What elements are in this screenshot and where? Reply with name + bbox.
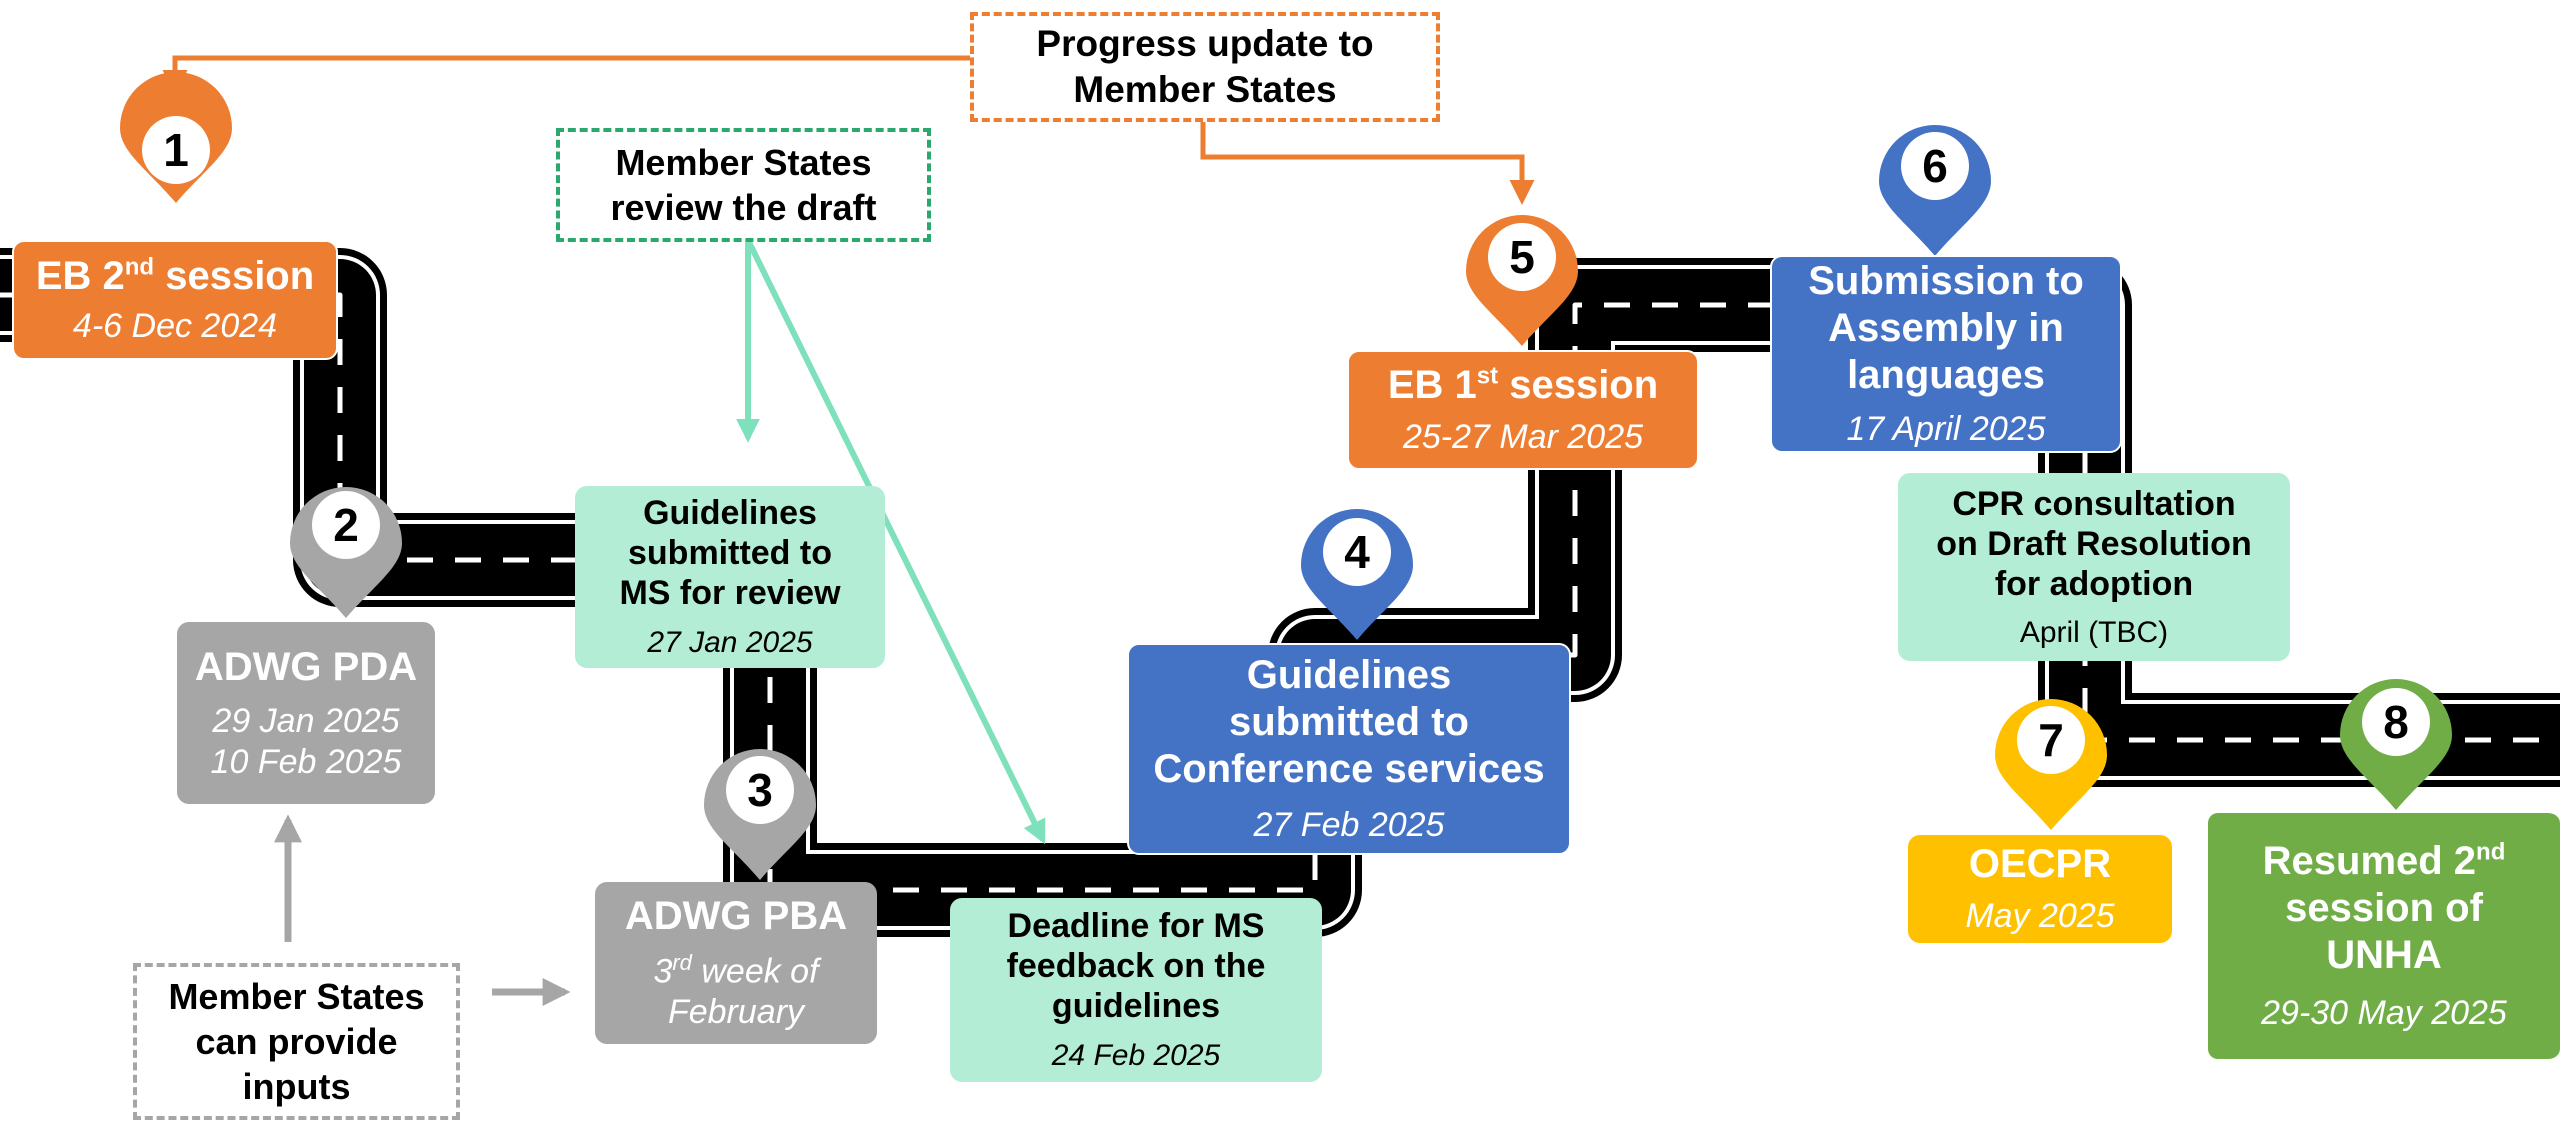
milestone-3-date-pre: 3	[653, 952, 673, 991]
milestone-1-title-rest: session	[154, 254, 315, 298]
pin-3-number: 3	[747, 764, 773, 816]
milestone-4-line-3: Conference services	[1153, 747, 1545, 792]
milestone-2-date-2: 10 Feb 2025	[210, 742, 402, 781]
pin-1-icon: 1	[120, 72, 232, 203]
pin-7-icon: 7	[1995, 699, 2107, 830]
milestone-1-box: EB 2nd session 4-6 Dec 2024	[12, 240, 338, 360]
milestone-8-title-line-2: session of	[2285, 886, 2483, 930]
milestone-1-title-sup: nd	[124, 253, 155, 281]
step-1-date: 27 Jan 2025	[647, 626, 813, 660]
pin-2-icon: 2	[290, 487, 402, 618]
note-inputs-line-1: Member States	[168, 976, 425, 1017]
step-2-date: 24 Feb 2025	[1051, 1039, 1221, 1073]
milestone-7-title: OECPR	[1968, 842, 2112, 886]
note-inputs-line-2: can provide	[195, 1021, 398, 1062]
milestone-6-line-2: Assembly in	[1828, 306, 2064, 350]
milestone-3-date-sup: rd	[672, 950, 692, 976]
milestone-1-title: EB 2	[35, 254, 125, 298]
note-review-line-1: Member States	[615, 142, 872, 183]
pin-4-number: 4	[1344, 526, 1370, 578]
milestone-6-date: 17 April 2025	[1846, 410, 2046, 449]
milestone-5-title-sup: st	[1476, 362, 1499, 390]
note-progress-line-2: Member States	[1073, 69, 1337, 110]
pin-2-number: 2	[333, 499, 359, 551]
milestone-7-box: OECPR May 2025	[1908, 835, 2172, 943]
pin-6-number: 6	[1922, 140, 1948, 192]
step-2-line-2: feedback on the	[1006, 946, 1266, 985]
milestone-5-date: 25-27 Mar 2025	[1402, 418, 1644, 457]
note-progress-update: Progress update to Member States	[970, 12, 1440, 122]
milestone-3-box: ADWG PBA 3rd week of February	[595, 882, 877, 1044]
arrow-review-to-deadline	[745, 238, 1046, 845]
pin-4-icon: 4	[1301, 509, 1413, 640]
pin-8-icon: 8	[2340, 679, 2452, 810]
milestone-4-date: 27 Feb 2025	[1253, 806, 1445, 845]
pin-3-icon: 3	[704, 749, 816, 880]
milestone-2-date-1: 29 Jan 2025	[212, 701, 400, 740]
milestone-4-line-1: Guidelines	[1246, 652, 1452, 697]
pin-6-icon: 6	[1879, 125, 1991, 256]
milestone-3-date-line-2: February	[667, 993, 805, 1032]
step-1-line-2: submitted to	[628, 533, 832, 572]
milestone-4-line-2: submitted to	[1229, 700, 1469, 744]
milestone-6-line-1: Submission to	[1808, 258, 2084, 303]
step-3-date: April (TBC)	[2019, 616, 2169, 650]
arrow-progress-to-1	[162, 55, 970, 95]
step-3-line-3: for adoption	[1994, 565, 2194, 604]
milestone-2-title: ADWG PDA	[194, 644, 418, 689]
step-3-line-1: CPR consultation	[1952, 484, 2236, 523]
note-inputs-line-3: inputs	[242, 1066, 351, 1107]
step-2-line-1: Deadline for MS	[1007, 906, 1265, 945]
milestone-5-box: EB 1st session 25-27 Mar 2025	[1347, 350, 1699, 470]
note-progress-line-1: Progress update to	[1036, 22, 1374, 64]
pin-8-number: 8	[2383, 696, 2409, 748]
pin-7-number: 7	[2038, 714, 2064, 766]
milestone-8-title-line-1: Resumed 2	[2262, 838, 2477, 883]
pin-1-number: 1	[163, 124, 189, 176]
step-1-line-1: Guidelines	[643, 493, 817, 532]
step-2-line-3: guidelines	[1051, 987, 1221, 1026]
milestone-6-line-3: languages	[1847, 353, 2045, 398]
milestone-7-date: May 2025	[1965, 897, 2115, 936]
milestone-3-title: ADWG PBA	[624, 893, 848, 938]
milestone-8-title-sup: nd	[2476, 838, 2506, 866]
pin-5-icon: 5	[1466, 215, 1578, 346]
milestone-5-title-rest: session	[1498, 363, 1659, 407]
milestone-3-date-post: week of	[691, 952, 819, 991]
milestone-8-date: 29-30 May 2025	[2261, 994, 2507, 1033]
milestone-2-box: ADWG PDA 29 Jan 2025 10 Feb 2025	[177, 622, 435, 804]
milestone-8-title-line-3: UNHA	[2326, 933, 2442, 978]
milestone-5-title: EB 1	[1387, 363, 1477, 407]
arrow-progress-to-5	[1200, 122, 1535, 205]
pin-5-number: 5	[1509, 231, 1535, 283]
note-review-line-2: review the draft	[610, 187, 877, 228]
step-1-line-3: MS for review	[619, 574, 841, 613]
milestone-1-date: 4-6 Dec 2024	[72, 307, 278, 346]
step-3-line-2: on Draft Resolution	[1936, 524, 2252, 563]
